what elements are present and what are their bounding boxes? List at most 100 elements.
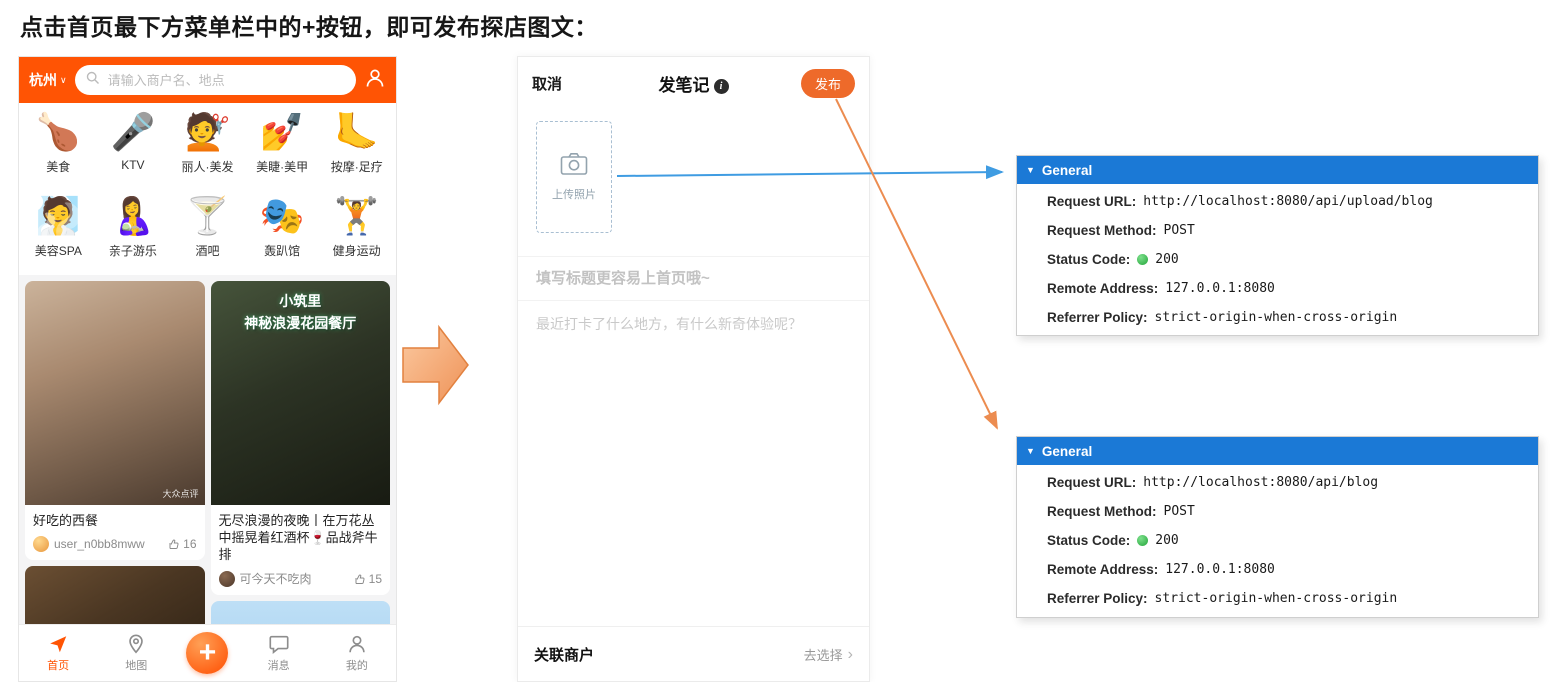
camera-icon: [560, 153, 588, 175]
person-icon: [349, 635, 365, 653]
tab-map[interactable]: 地图: [108, 633, 164, 673]
category-item-ktv[interactable]: 🎤KTV: [110, 111, 156, 172]
category-grid: 🍗美食 🎤KTV 💇丽人·美发 💅美睫·美甲 🦶按摩·足疗 🧖美容SPA 🤱亲子…: [19, 103, 396, 275]
tab-home[interactable]: 首页: [30, 633, 86, 673]
general-section-header[interactable]: ▼ General: [1017, 437, 1538, 465]
referrer-policy-row: Referrer Policy:strict-origin-when-cross…: [1047, 591, 1398, 606]
feed-photo: 大众点评: [25, 281, 205, 505]
triangle-down-icon: ▼: [1026, 446, 1035, 456]
nails-icon: 💅: [259, 111, 305, 152]
thumbs-up-icon: [169, 539, 179, 549]
feed-photo: 小筑里 神秘浪漫花园餐厅: [210, 281, 390, 505]
upload-label: 上传照片: [552, 189, 596, 201]
thumbs-up-icon: [355, 574, 365, 584]
cancel-button[interactable]: 取消: [532, 75, 563, 93]
category-item-bar[interactable]: 🍸酒吧: [185, 195, 230, 258]
watermark: 大众点评: [162, 489, 199, 499]
info-icon: i: [713, 78, 729, 94]
feed-card[interactable]: 大众点评 好吃的西餐 user_n0bb8mww 16: [25, 281, 205, 560]
feed-column-right: 小筑里 神秘浪漫花园餐厅 无尽浪漫的夜晚丨在万花丛中摇晃着红酒杯🍷品战斧牛排 可…: [210, 281, 391, 681]
note-title-input[interactable]: [518, 257, 905, 300]
category-item-fitness[interactable]: 🏋健身运动: [332, 195, 381, 258]
cocktail-icon: 🍸: [185, 195, 230, 236]
status-ok-icon: [1137, 535, 1149, 546]
feed-column-left: 大众点评 好吃的西餐 user_n0bb8mww 16: [25, 281, 205, 676]
city-selector[interactable]: 杭州 ∨: [29, 70, 67, 90]
triangle-down-icon: ▼: [1026, 165, 1035, 175]
choose-merchant-button[interactable]: 去选择 ›: [803, 645, 853, 663]
chevron-right-icon: ›: [847, 645, 853, 663]
request-method-row: Request Method:POST: [1047, 223, 1195, 238]
general-section-body: Request URL:http://localhost:8080/api/up…: [1017, 184, 1538, 332]
devtools-general-panel-upload: ▼ General Request URL:http://localhost:8…: [1016, 155, 1539, 336]
search-bar[interactable]: [74, 65, 356, 95]
status-ok-icon: [1137, 254, 1149, 265]
add-post-button[interactable]: +: [186, 632, 229, 674]
category-item-party[interactable]: 🎭轰趴馆: [259, 195, 305, 258]
food-icon: 🍗: [35, 111, 81, 152]
publish-button[interactable]: 发布: [800, 68, 855, 98]
search-input[interactable]: [105, 71, 345, 89]
like-button[interactable]: 15: [354, 572, 382, 586]
home-icon: [50, 636, 67, 653]
spa-icon: 🧖: [35, 195, 81, 236]
note-body-input[interactable]: [518, 301, 905, 387]
status-code-row: Status Code:200: [1047, 252, 1179, 267]
tab-bar: 首页 地图 + 消息 我的: [19, 624, 396, 681]
feed-username: user_n0bb8mww: [54, 537, 145, 551]
category-item-family[interactable]: 🤱亲子游乐: [108, 195, 157, 258]
tab-messages[interactable]: 消息: [251, 633, 307, 673]
referrer-policy-row: Referrer Policy:strict-origin-when-cross…: [1047, 310, 1398, 325]
party-mask-icon: 🎭: [259, 195, 305, 236]
tab-profile[interactable]: 我的: [329, 633, 385, 673]
divider: [518, 300, 869, 301]
like-button[interactable]: 16: [168, 537, 197, 551]
category-item-food[interactable]: 🍗美食: [35, 111, 81, 174]
category-item-beauty-hair[interactable]: 💇丽人·美发: [181, 111, 234, 174]
ktv-icon: 🎤: [110, 111, 156, 152]
hair-icon: 💇: [185, 111, 230, 152]
category-item-nails[interactable]: 💅美睫·美甲: [256, 111, 309, 174]
family-icon: 🤱: [110, 195, 156, 236]
category-item-spa[interactable]: 🧖美容SPA: [34, 195, 82, 258]
general-section-body: Request URL:http://localhost:8080/api/bl…: [1017, 465, 1538, 613]
feed-meta: 可今天不吃肉 15: [211, 565, 391, 595]
fitness-icon: 🏋: [334, 195, 380, 236]
feed-title: 无尽浪漫的夜晚丨在万花丛中摇晃着红酒杯🍷品战斧牛排: [218, 513, 378, 562]
step-arrow: [402, 324, 469, 406]
remote-address-row: Remote Address:127.0.0.1:8080: [1047, 281, 1275, 296]
avatar: [218, 570, 235, 587]
photo-overlay-text: 小筑里 神秘浪漫花园餐厅: [244, 293, 357, 331]
associate-merchant-row: 关联商户 去选择 ›: [518, 626, 869, 681]
request-url-row: Request URL:http://localhost:8080/api/bl…: [1047, 475, 1379, 490]
city-label: 杭州: [29, 72, 57, 88]
feed-username: 可今天不吃肉: [239, 572, 312, 586]
status-code-row: Status Code:200: [1047, 533, 1179, 548]
feed-title: 好吃的西餐: [33, 513, 99, 528]
category-item-massage[interactable]: 🦶按摩·足疗: [330, 111, 383, 174]
user-icon[interactable]: [364, 67, 386, 94]
app-screenshot: 杭州 ∨ 🍗美食 🎤KTV 💇丽人·美发 💅美睫·美甲: [18, 56, 397, 682]
chevron-down-icon: ∨: [60, 74, 67, 85]
map-pin-icon: [129, 634, 144, 654]
upload-photo-button[interactable]: 上传照片: [536, 121, 612, 233]
app-header: 杭州 ∨: [19, 57, 396, 103]
general-section-header[interactable]: ▼ General: [1017, 156, 1538, 184]
avatar: [33, 536, 49, 552]
chat-bubble-icon: [269, 635, 289, 654]
divider: [518, 256, 869, 257]
plus-icon: +: [198, 636, 217, 669]
feed-card[interactable]: 小筑里 神秘浪漫花园餐厅 无尽浪漫的夜晚丨在万花丛中摇晃着红酒杯🍷品战斧牛排 可…: [210, 281, 391, 595]
page-title: 点击首页最下方菜单栏中的+按钮，即可发布探店图文：: [20, 14, 598, 40]
associate-merchant-label: 关联商户: [534, 646, 595, 664]
request-method-row: Request Method:POST: [1047, 504, 1195, 519]
devtools-general-panel-blog: ▼ General Request URL:http://localhost:8…: [1016, 436, 1539, 618]
search-icon: [86, 71, 100, 90]
request-url-row: Request URL:http://localhost:8080/api/up…: [1047, 194, 1433, 209]
remote-address-row: Remote Address:127.0.0.1:8080: [1047, 562, 1275, 577]
feed-meta: user_n0bb8mww 16: [25, 531, 205, 560]
massage-icon: 🦶: [334, 111, 380, 152]
feed: 大众点评 好吃的西餐 user_n0bb8mww 16: [19, 275, 396, 681]
